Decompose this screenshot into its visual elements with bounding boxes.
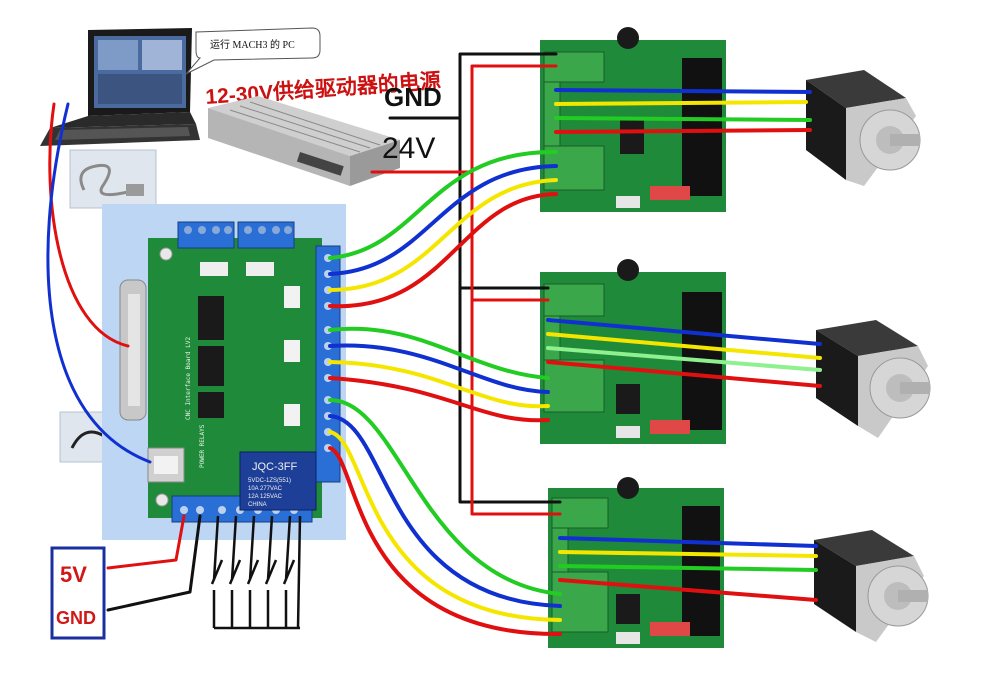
driver-board-icon (540, 27, 726, 212)
signal-wire-green (328, 149, 558, 260)
laptop-icon (40, 28, 200, 146)
serial-red-wire (48, 102, 130, 348)
signal-wire-blue (328, 343, 550, 394)
stepper-motor-icon (816, 320, 931, 438)
pc-callout: 运行 MACH3 的 PC (185, 27, 321, 75)
gnd-wire (106, 514, 202, 612)
motor-wire-blue (558, 536, 818, 548)
signal-wire-red (328, 446, 562, 637)
relay-line2: 10A 277VAC (248, 486, 283, 492)
usb-blue-wire (46, 102, 152, 464)
motor-wire-red (554, 128, 812, 134)
relay-line4: CHINA (248, 502, 267, 508)
serial-cable-icon (69, 149, 157, 209)
motor-wire-green (558, 564, 818, 572)
gnd-bus-wire (388, 52, 562, 504)
v5-wire (106, 514, 186, 570)
v24-label: 24V (382, 132, 435, 165)
interface-board: CNC Interface Board LV2 POWER RELAYS JQC… (102, 204, 346, 540)
board-silkscreen: CNC Interface Board LV2 (185, 337, 192, 420)
relay-line3: 12A 125VAC (248, 494, 283, 500)
motor-wire-yellow (546, 332, 822, 360)
signal-wire-yellow (328, 430, 562, 622)
signal-wire-blue (328, 414, 562, 608)
gnd-small-label: GND (56, 608, 96, 628)
motor-wire-red (546, 360, 822, 388)
motor-wire-yellow (558, 550, 818, 558)
motor-wire-yellow (554, 100, 808, 106)
stepper-motor-icon (806, 70, 921, 186)
signal-wire-red (328, 376, 550, 423)
motor-wire-green (554, 116, 812, 122)
signal-wire-red (328, 192, 558, 309)
motor-wire-blue (546, 318, 822, 346)
signal-wire-yellow (328, 178, 558, 292)
stepper-motor-icon (814, 530, 929, 642)
signal-wire-green (328, 398, 562, 596)
gnd-label: GND (384, 82, 442, 112)
signal-wire-green (328, 326, 550, 380)
signal-wire-blue (328, 164, 558, 276)
power-supply-icon (208, 96, 400, 186)
signal-wire-yellow (328, 360, 550, 409)
motor-wire-red (558, 578, 818, 602)
relay-line1: 5VDC-1ZS(551) (248, 478, 291, 484)
pc-callout-text: 运行 MACH3 的 PC (210, 38, 295, 51)
power-5v-box: 5V GND (50, 546, 106, 640)
driver-board-icon (548, 477, 724, 648)
relay-brand: JQC-3FF (252, 461, 298, 473)
v5-label: 5V (60, 562, 87, 587)
relays-silkscreen: POWER RELAYS (199, 424, 206, 468)
motor-wire-blue (554, 88, 812, 94)
switch-icon (210, 515, 302, 630)
motor-wire-lightgreen (546, 346, 822, 372)
